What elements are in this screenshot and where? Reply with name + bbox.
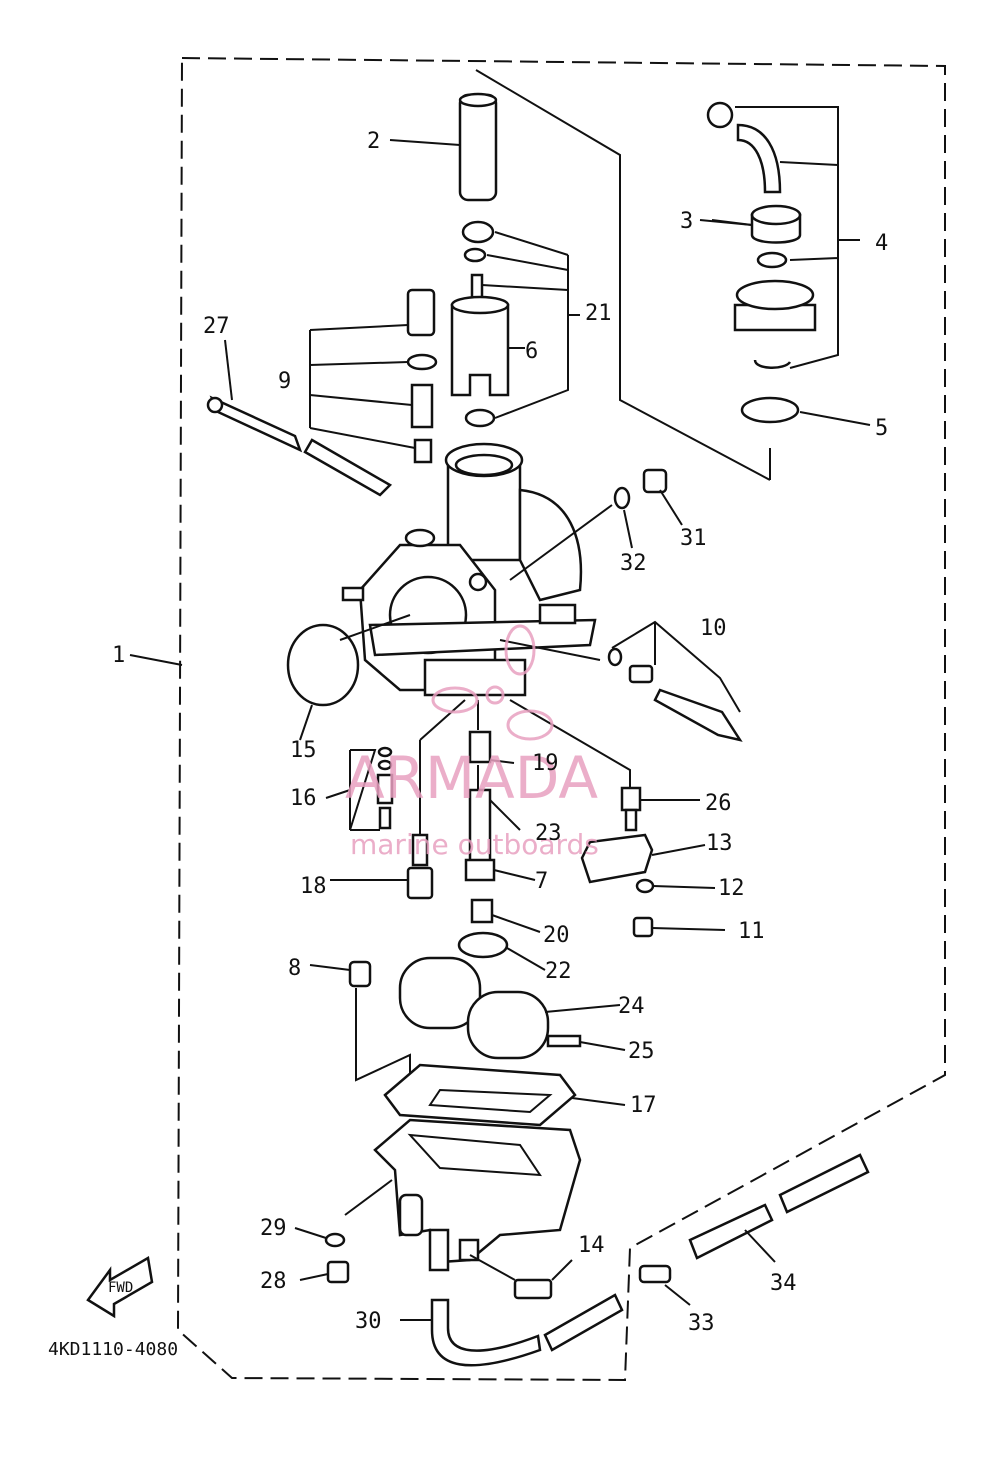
part-label-14: 14 bbox=[578, 1233, 605, 1258]
part-label-22: 22 bbox=[545, 959, 572, 984]
part-2-tube bbox=[458, 92, 498, 202]
propeller-logo bbox=[431, 624, 554, 741]
part-label-31: 31 bbox=[680, 526, 707, 551]
part-9-pilot-group bbox=[309, 288, 438, 464]
part-label-19: 19 bbox=[532, 751, 559, 776]
part-29-washer bbox=[324, 1232, 346, 1248]
part-24-floats bbox=[398, 956, 582, 1060]
assembly-boundary bbox=[176, 56, 946, 1382]
part-label-17: 17 bbox=[630, 1093, 657, 1118]
jet-group bbox=[349, 699, 655, 959]
part-label-18: 18 bbox=[300, 874, 327, 899]
fwd-label: FWD bbox=[108, 1280, 133, 1296]
leader-lines bbox=[129, 139, 753, 1321]
part-label-3: 3 bbox=[680, 209, 693, 234]
part-label-2: 2 bbox=[367, 129, 380, 154]
part-label-16: 16 bbox=[290, 786, 317, 811]
part-number-labels: 1234567891011121314151617181920212223242… bbox=[112, 129, 888, 1336]
part-label-5: 5 bbox=[875, 416, 888, 441]
part-label-34: 34 bbox=[770, 1271, 797, 1296]
watermark-brand: ARMADA bbox=[345, 744, 598, 812]
part-10-pilot-screw bbox=[499, 620, 743, 742]
part-label-29: 29 bbox=[260, 1216, 287, 1241]
diagram-code: 4KD1110-4080 bbox=[48, 1339, 178, 1360]
part-1-carburetor-body bbox=[341, 442, 597, 697]
part-label-33: 33 bbox=[688, 1311, 715, 1336]
part-21-needle-group bbox=[461, 220, 580, 428]
part-label-13: 13 bbox=[706, 831, 733, 856]
part-31-screw bbox=[642, 468, 668, 494]
part-label-23: 23 bbox=[535, 821, 562, 846]
part-17-gasket bbox=[383, 1063, 577, 1127]
part-label-15: 15 bbox=[290, 738, 317, 763]
part-label-24: 24 bbox=[618, 994, 645, 1019]
part-3-4-5-group bbox=[706, 101, 871, 426]
part-33-fitting bbox=[638, 1264, 672, 1284]
part-label-10: 10 bbox=[700, 616, 727, 641]
part-label-20: 20 bbox=[543, 923, 570, 948]
part-34-hose bbox=[688, 1203, 774, 1260]
part-label-21: 21 bbox=[585, 301, 612, 326]
part-label-26: 26 bbox=[705, 791, 732, 816]
part-27-hose bbox=[206, 395, 393, 497]
part-label-28: 28 bbox=[260, 1269, 287, 1294]
watermark-tagline: marine outboards bbox=[350, 828, 599, 861]
part-label-8: 8 bbox=[288, 956, 301, 981]
part-label-27: 27 bbox=[203, 314, 230, 339]
part-label-25: 25 bbox=[628, 1039, 655, 1064]
part-label-4: 4 bbox=[875, 231, 888, 256]
part-14-screw bbox=[513, 1278, 553, 1300]
part-6-throttle-valve bbox=[450, 295, 525, 397]
part-32-washer bbox=[613, 486, 631, 510]
top-group-bracket bbox=[475, 69, 771, 481]
watermark: ARMADA marine outboards bbox=[345, 624, 599, 861]
part-30-hose bbox=[430, 1298, 542, 1367]
fwd-arrow-badge: FWD bbox=[86, 1256, 154, 1319]
part-label-12: 12 bbox=[718, 876, 745, 901]
part-label-9: 9 bbox=[278, 369, 291, 394]
float-bowl bbox=[373, 1118, 582, 1272]
part-8-bolt bbox=[348, 960, 372, 988]
part-label-7: 7 bbox=[535, 869, 548, 894]
part-label-32: 32 bbox=[620, 551, 647, 576]
part-label-6: 6 bbox=[525, 339, 538, 364]
part-label-11: 11 bbox=[738, 919, 765, 944]
part-label-1: 1 bbox=[112, 643, 125, 668]
part-15-disc bbox=[286, 623, 360, 707]
part-28-plug bbox=[326, 1260, 350, 1284]
part-label-30: 30 bbox=[355, 1309, 382, 1334]
